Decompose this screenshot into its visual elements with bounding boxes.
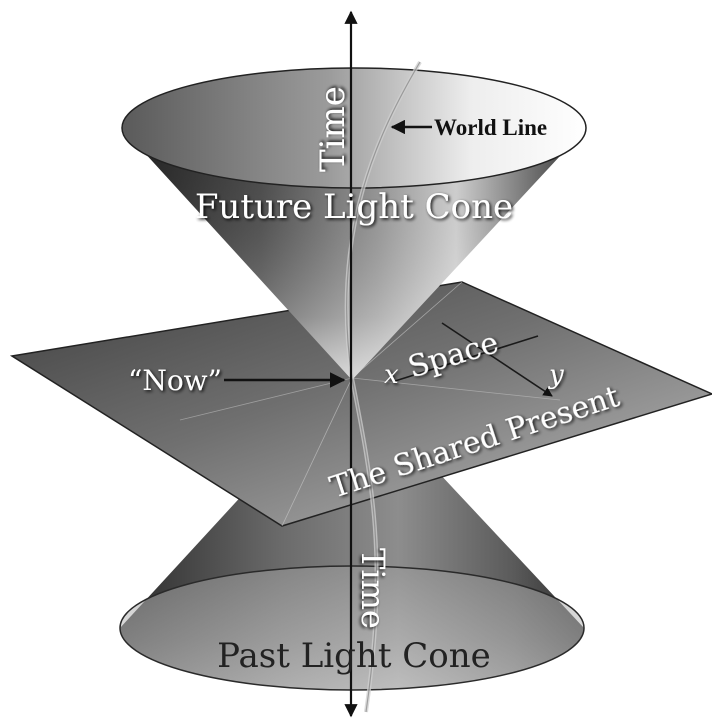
y-axis-label: y — [548, 360, 564, 390]
world-line-label: World Line — [434, 115, 547, 140]
now-label: “Now” — [128, 364, 222, 397]
time-label-bottom: Time — [354, 548, 392, 629]
future-light-cone-label: Future Light Cone — [195, 187, 513, 227]
x-axis-label: x — [384, 360, 399, 390]
time-label-top: Time — [313, 86, 353, 172]
past-light-cone-label: Past Light Cone — [217, 636, 491, 676]
